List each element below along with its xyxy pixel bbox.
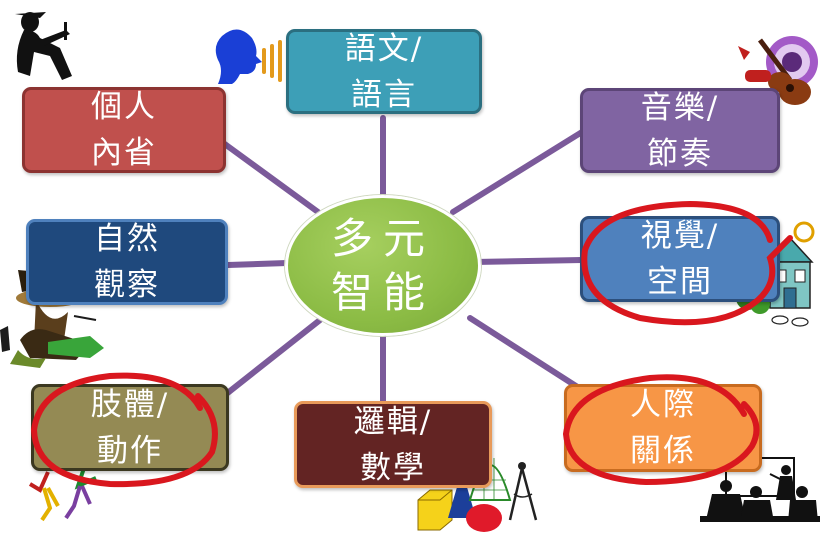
node-music: 音樂/ 節奏: [580, 88, 780, 173]
node-logic: 邏輯/ 數學: [294, 401, 492, 488]
node-interpersonal-line1: 人際: [630, 387, 696, 423]
node-music-line2: 節奏: [647, 135, 713, 172]
center-line2: 智能: [330, 267, 435, 317]
node-intrapersonal-line2: 內省: [91, 135, 157, 171]
node-logic-line1: 邏輯/: [353, 403, 433, 440]
node-language-line2: 語言: [351, 76, 417, 113]
center-node: 多元 智能: [285, 195, 481, 336]
node-interpersonal: 人際 關係: [564, 384, 762, 472]
node-language-line1: 語文/: [344, 30, 424, 67]
node-language: 語文/ 語言: [286, 29, 482, 114]
node-visual-line1: 視覺/: [640, 218, 720, 254]
node-bodily: 肢體/ 動作: [31, 384, 229, 471]
node-naturalist-line2: 觀察: [94, 267, 160, 303]
node-bodily-line2: 動作: [97, 432, 163, 469]
guitar-music-icon: [738, 36, 818, 105]
speaking-head-icon: [215, 29, 290, 84]
connector-music: [450, 129, 585, 215]
node-bodily-line1: 肢體/: [90, 386, 170, 423]
node-naturalist: 自然 觀察: [26, 219, 228, 305]
sitting-person-icon: [15, 12, 72, 80]
node-music-line1: 音樂/: [640, 89, 720, 126]
connector-intrapersonal: [219, 139, 321, 215]
node-intrapersonal-line1: 個人: [91, 89, 157, 125]
node-visual-line2: 空間: [647, 264, 713, 300]
connector-naturalist: [225, 260, 290, 268]
center-line1: 多元: [330, 213, 435, 263]
node-naturalist-line1: 自然: [94, 221, 160, 257]
node-interpersonal-line2: 關係: [630, 433, 696, 469]
connector-bodily: [222, 317, 323, 398]
connector-visual: [471, 257, 585, 265]
node-logic-line2: 數學: [360, 449, 426, 486]
node-intrapersonal: 個人 內省: [22, 87, 226, 173]
node-visual: 視覺/ 空間: [580, 216, 780, 302]
